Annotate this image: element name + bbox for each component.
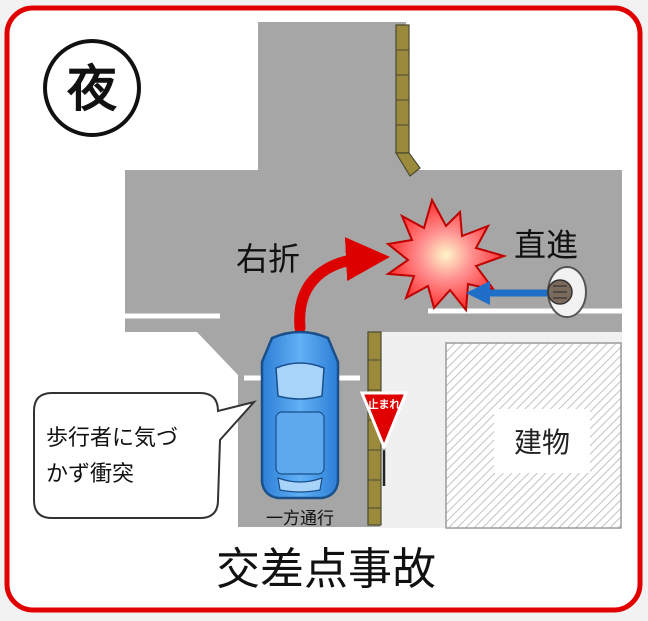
pedestrian-arrow-head <box>466 281 490 305</box>
right-turn-arrow <box>294 237 390 334</box>
north-road <box>258 22 406 177</box>
straight-label: 直進 <box>514 226 578 264</box>
night-badge: 夜 <box>43 39 141 137</box>
building-label-box <box>494 409 590 473</box>
speech-line-1: 歩行者に気づ <box>46 426 178 451</box>
pedestrian-icon <box>547 266 587 318</box>
speech-line-2: かず衝突 <box>46 462 134 487</box>
night-badge-text: 夜 <box>66 60 118 118</box>
wall-icon <box>367 24 421 526</box>
building-label: 建物 <box>514 426 570 459</box>
stop-sign-text: 止まれ <box>368 397 401 411</box>
road-map: 建物 <box>125 22 622 529</box>
car-icon <box>260 330 340 500</box>
crash-burst-icon <box>385 197 508 313</box>
stop-sign-icon: 止まれ <box>359 391 409 486</box>
page-title: 交差点事故 <box>216 544 436 595</box>
speech-bubble: 歩行者に気づ かず衝突 <box>33 392 257 519</box>
right-turn-label: 右折 <box>236 240 300 278</box>
one-way-label: 一方通行 <box>266 509 334 529</box>
